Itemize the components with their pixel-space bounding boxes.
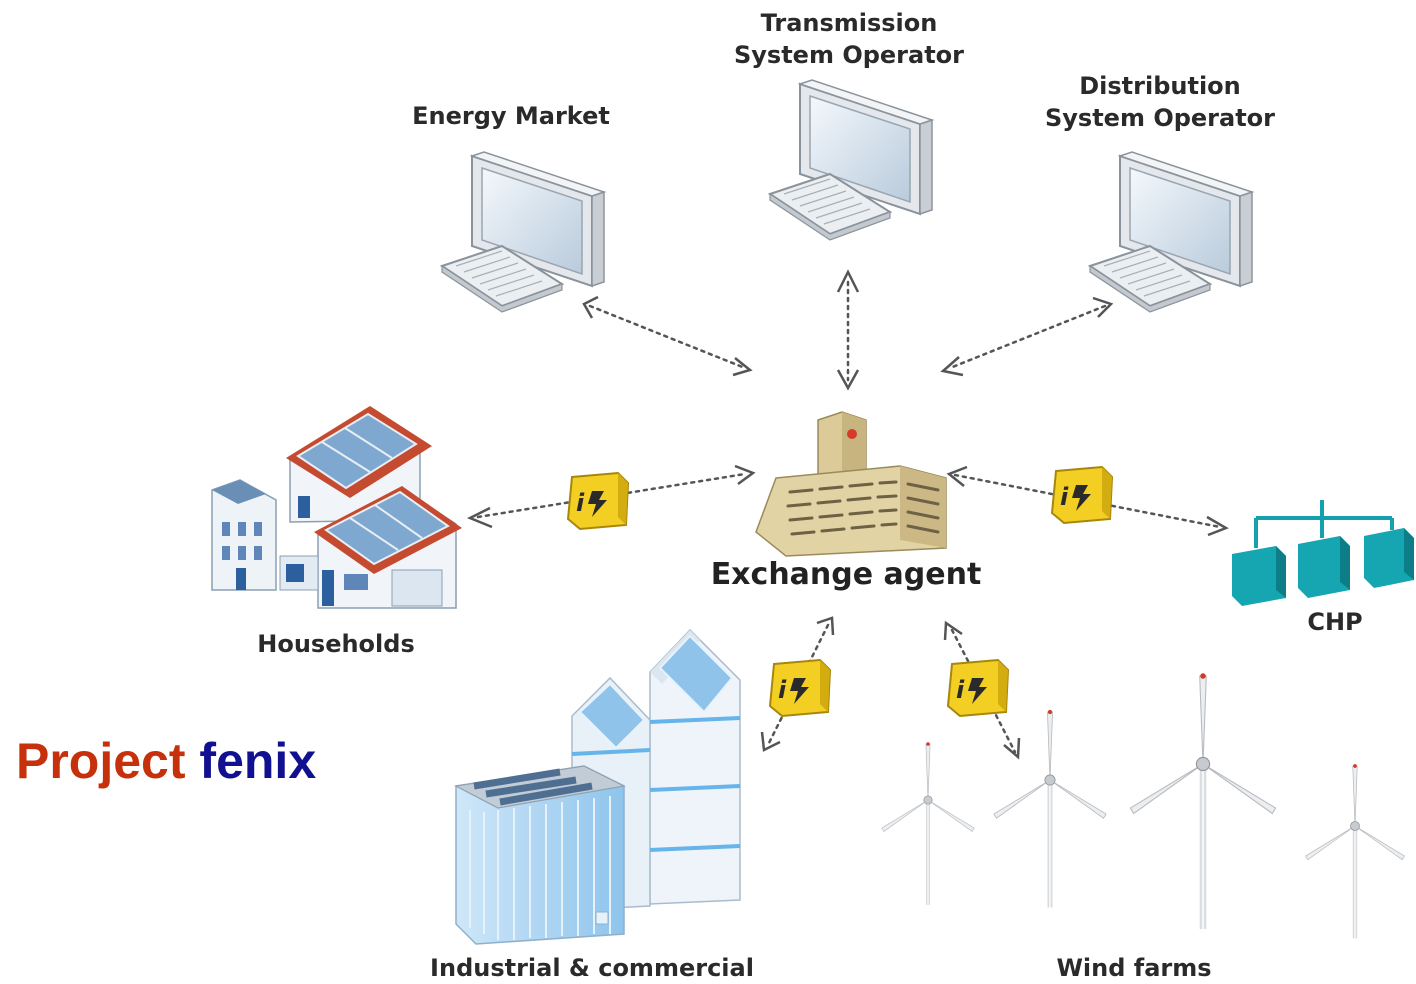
connector-wind — [950, 628, 1017, 754]
tso-label: Transmission System Operator — [734, 7, 964, 71]
exchange-agent-label: Exchange agent — [710, 557, 982, 592]
dso-computer-icon — [1089, 151, 1253, 313]
industrial-label: Industrial & commercial — [430, 954, 754, 982]
tso-line2: System Operator — [733, 41, 965, 69]
tso-computer-icon — [769, 79, 933, 241]
dso-line2: System Operator — [1044, 104, 1276, 132]
houses-solar-icon — [211, 406, 462, 609]
chp-label: CHP — [1307, 608, 1363, 636]
interface-badge-icon — [1051, 466, 1113, 524]
energy-market-text: Energy Market — [412, 102, 610, 130]
dso-label: Distribution System Operator — [1045, 70, 1275, 134]
arrow-heads — [466, 269, 1229, 760]
interface-badge-icon — [769, 659, 831, 717]
industrial-buildings-icon — [454, 628, 741, 945]
wind-farms-label: Wind farms — [1056, 954, 1212, 982]
tso-line1: Transmission — [760, 9, 938, 37]
households-label: Households — [257, 630, 415, 658]
energy-market-label: Energy Market — [412, 100, 610, 132]
exchange-agent-building-icon — [755, 411, 947, 557]
energy-market-computer-icon — [441, 151, 605, 313]
interface-badge-icon — [947, 659, 1009, 717]
project-title-word1: Project — [16, 733, 186, 789]
dso-line1: Distribution — [1079, 72, 1241, 100]
project-title-word2: fenix — [199, 733, 317, 789]
chp-icon — [1232, 500, 1414, 606]
connector-dso — [948, 304, 1107, 370]
interface-badge-icon — [567, 472, 629, 530]
connector-energy-market — [588, 304, 747, 370]
project-title: Project fenix — [16, 732, 316, 790]
